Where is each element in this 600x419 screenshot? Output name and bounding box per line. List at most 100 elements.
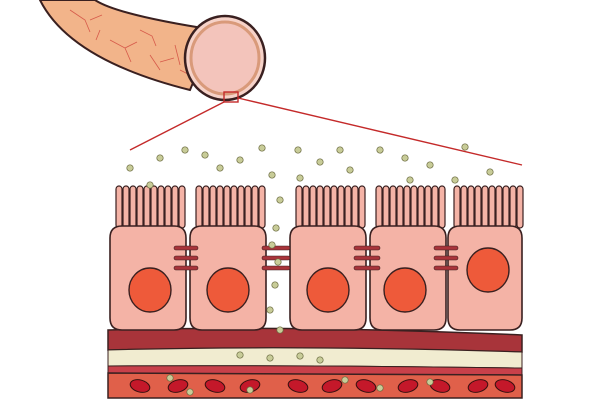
red-blood-cell [129, 379, 151, 393]
particle [246, 386, 254, 394]
particle [276, 326, 284, 334]
particle [316, 158, 324, 166]
zoom-indicator [129, 91, 523, 166]
microvillus [358, 185, 366, 229]
microvillus [258, 185, 266, 229]
microvillus [171, 185, 179, 229]
nucleus [128, 267, 172, 313]
microvillus [509, 185, 517, 229]
microvillus [417, 185, 425, 229]
nucleus [383, 267, 427, 313]
particle [271, 281, 279, 289]
red-blood-cell [287, 379, 309, 393]
microvillus [424, 185, 432, 229]
microvillus [164, 185, 172, 229]
red-blood-cells [129, 379, 516, 393]
particle [426, 378, 434, 386]
epithelial-cell [109, 185, 187, 331]
microvillus [396, 185, 404, 229]
microvillus [403, 185, 411, 229]
microvillus [316, 185, 324, 229]
microvillus [122, 185, 130, 229]
microvillus [410, 185, 418, 229]
microvillus [438, 185, 446, 229]
particle [186, 388, 194, 396]
particle [274, 258, 282, 266]
microvillus [251, 185, 259, 229]
tight-junction [433, 255, 459, 261]
microvillus [516, 185, 524, 229]
microvillus [474, 185, 482, 229]
microvillus [143, 185, 151, 229]
nucleus [466, 247, 510, 293]
microvillus [150, 185, 158, 229]
particle [236, 351, 244, 359]
microvillus [295, 185, 303, 229]
particle [451, 176, 459, 184]
microvillus [460, 185, 468, 229]
intestine-tube [38, 0, 267, 102]
microvillus [202, 185, 210, 229]
microvillus [382, 185, 390, 229]
tight-junction [261, 245, 291, 251]
particle [268, 171, 276, 179]
particle [166, 374, 174, 382]
red-blood-cell [494, 379, 516, 393]
particle [316, 356, 324, 364]
particle [401, 154, 409, 162]
particle [426, 161, 434, 169]
microvillus [344, 185, 352, 229]
microvillus [209, 185, 217, 229]
microvillus [115, 185, 123, 229]
particle [296, 174, 304, 182]
particle [376, 384, 384, 392]
particle [406, 176, 414, 184]
epithelial-cell [189, 185, 267, 331]
microvillus [351, 185, 359, 229]
particle [266, 354, 274, 362]
microvillus [323, 185, 331, 229]
epithelial-cell [369, 185, 447, 331]
particle [146, 181, 154, 189]
microvillus [223, 185, 231, 229]
zoom-box [223, 91, 239, 103]
epithelial-cell [289, 185, 367, 331]
tight-junction [433, 245, 459, 251]
tight-junction [173, 255, 199, 261]
microvillus [467, 185, 475, 229]
particle [201, 151, 209, 159]
nucleus [306, 267, 350, 313]
particle [216, 164, 224, 172]
particles [126, 143, 494, 396]
microvillus [389, 185, 397, 229]
microvillus [178, 185, 186, 229]
tight-junction [353, 265, 381, 271]
particle [268, 241, 276, 249]
microvillus [375, 185, 383, 229]
red-blood-cell [321, 379, 343, 393]
nucleus [206, 267, 250, 313]
microvillus [136, 185, 144, 229]
microvillus [330, 185, 338, 229]
microvillus [502, 185, 510, 229]
red-blood-cell [397, 379, 419, 393]
microvillus [481, 185, 489, 229]
microvillus [157, 185, 165, 229]
microvillus [216, 185, 224, 229]
particle [341, 376, 349, 384]
tight-junction [173, 245, 199, 251]
particle [336, 146, 344, 154]
particle [126, 164, 134, 172]
microvillus [302, 185, 310, 229]
red-blood-cell [355, 379, 377, 393]
microvillus [237, 185, 245, 229]
microvillus [244, 185, 252, 229]
tight-junction [261, 265, 291, 271]
particle [181, 146, 189, 154]
epithelial-cell [447, 185, 524, 331]
tight-junction [353, 245, 381, 251]
particle [346, 166, 354, 174]
microvillus [488, 185, 496, 229]
